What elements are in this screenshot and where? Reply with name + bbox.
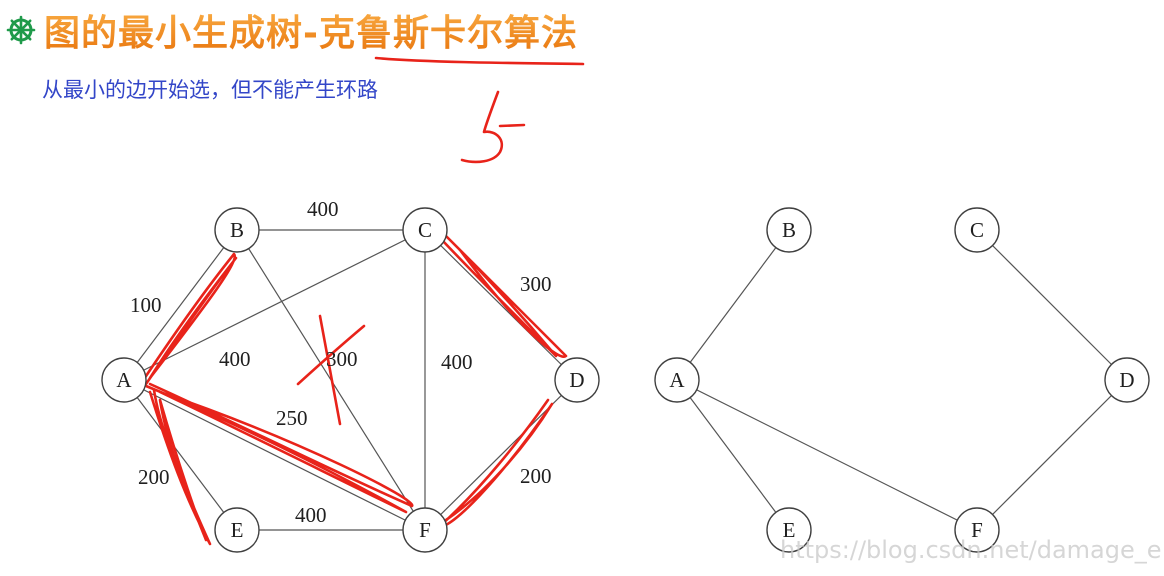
ink-cross-out-2	[296, 324, 366, 386]
right-graph-nodes: A B C D E F	[654, 207, 1150, 553]
right-node-e-label: E	[783, 518, 796, 542]
left-node-a-label: A	[116, 368, 132, 392]
edge-c-d	[424, 229, 578, 381]
left-node-f-label: F	[419, 518, 431, 542]
page-title: 图的最小生成树-克鲁斯卡尔算法	[44, 4, 578, 56]
left-node-c: C	[402, 207, 448, 253]
weight-c-d: 300	[520, 272, 552, 296]
tree-edge-d-f	[976, 379, 1128, 531]
left-node-b-label: B	[230, 218, 244, 242]
left-node-d-label: D	[569, 368, 584, 392]
ink-cross-out	[318, 314, 342, 426]
title-row: 图的最小生成树-克鲁斯卡尔算法	[6, 4, 578, 56]
highlight-ink	[140, 234, 568, 546]
weight-b-c: 400	[307, 197, 339, 221]
watermark: https://blog.csdn.net/damage_e	[780, 536, 1162, 564]
subtitle: 从最小的边开始选，但不能产生环路	[42, 78, 378, 102]
tree-edge-a-e	[676, 379, 790, 531]
tree-edge-a-f	[676, 379, 978, 531]
ink-edge-c-d	[440, 234, 568, 358]
weight-e-f: 400	[295, 503, 327, 527]
right-node-f-label: F	[971, 518, 983, 542]
left-node-a: A	[101, 357, 147, 403]
edge-a-f	[123, 379, 426, 531]
wheel-bullet-icon	[6, 15, 36, 45]
tree-edge-c-d	[976, 229, 1128, 381]
edge-a-c	[123, 229, 426, 381]
left-node-d: D	[554, 357, 600, 403]
right-node-b: B	[766, 207, 812, 253]
edge-a-e	[123, 379, 238, 531]
ink-edge-a-b	[140, 252, 238, 386]
left-graph-nodes: A B C D E F	[101, 207, 600, 553]
weight-a-b: 100	[130, 293, 162, 317]
edge-a-b	[123, 229, 238, 381]
weight-a-e: 200	[138, 465, 170, 489]
right-node-d: D	[1104, 357, 1150, 403]
right-node-e: E	[766, 507, 812, 553]
left-node-e: E	[214, 507, 260, 553]
handwritten-digit: 5	[460, 90, 526, 164]
handwritten-digit-text: 5	[498, 139, 499, 141]
right-graph-edges	[676, 229, 1128, 531]
right-node-d-label: D	[1119, 368, 1134, 392]
right-node-c-label: C	[970, 218, 984, 242]
title-underline-ink	[374, 56, 585, 66]
ink-edge-a-e	[148, 388, 212, 546]
left-graph-weights: 100 400 400 300 400 300 250 200 400 200	[130, 197, 552, 527]
left-node-c-label: C	[418, 218, 432, 242]
weight-a-f: 250	[276, 406, 308, 430]
left-node-b: B	[214, 207, 260, 253]
right-node-b-label: B	[782, 218, 796, 242]
weight-a-c: 400	[219, 347, 251, 371]
ink-edge-a-f	[144, 382, 414, 514]
weight-d-f: 200	[520, 464, 552, 488]
right-node-a-label: A	[669, 368, 685, 392]
right-node-f: F	[954, 507, 1000, 553]
weight-b-f: 300	[326, 347, 358, 371]
weight-c-f: 400	[441, 350, 473, 374]
left-node-e-label: E	[231, 518, 244, 542]
right-node-a: A	[654, 357, 700, 403]
edge-d-f	[424, 379, 578, 531]
left-node-f: F	[402, 507, 448, 553]
right-node-c: C	[954, 207, 1000, 253]
tree-edge-a-b	[676, 229, 790, 381]
ink-edge-d-f	[438, 398, 554, 528]
